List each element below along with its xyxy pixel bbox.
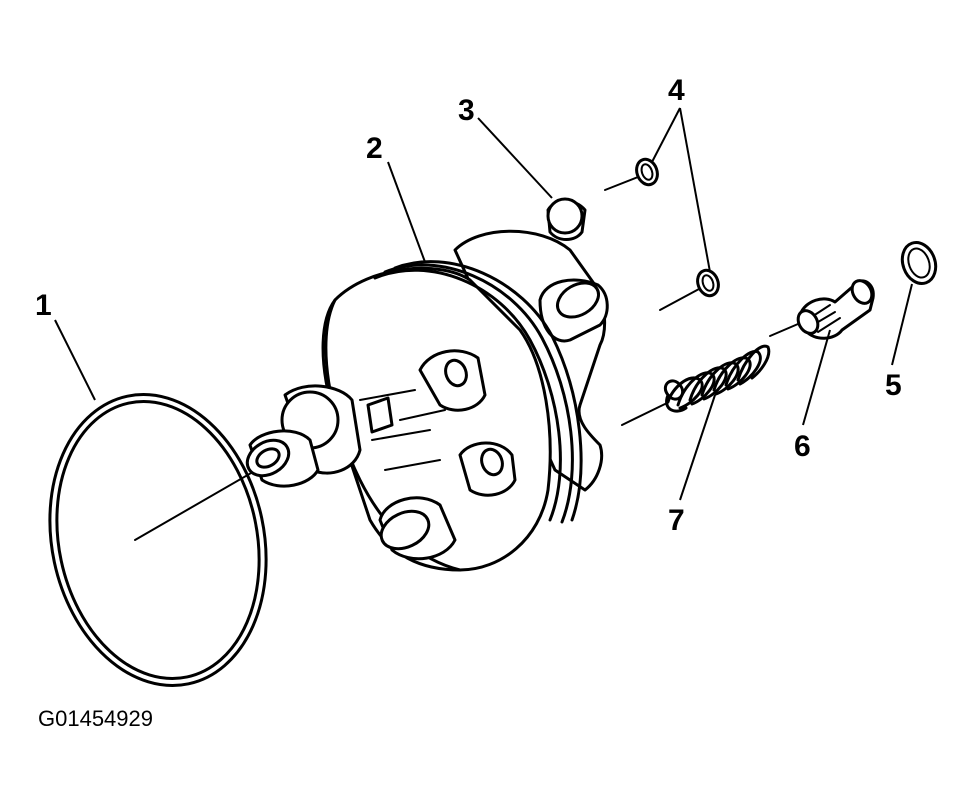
leader-7 xyxy=(679,394,716,501)
part-1-o-ring xyxy=(48,393,268,687)
part-4-small-o-rings xyxy=(604,157,720,311)
leader-2 xyxy=(387,161,426,263)
part-5-retaining-ring xyxy=(900,241,938,285)
reference-code: G01454929 xyxy=(38,706,153,731)
part-7-spring xyxy=(621,344,771,426)
callout-6: 6 xyxy=(794,430,811,463)
part-2-pump-housing xyxy=(245,229,609,572)
leader-6 xyxy=(802,329,831,426)
part-1-axis-line xyxy=(134,464,266,541)
leader-1 xyxy=(54,319,96,401)
callout-2: 2 xyxy=(366,132,383,165)
leader-5 xyxy=(891,283,913,366)
leader-4a xyxy=(651,107,681,163)
part-6-valve-plunger xyxy=(769,279,875,340)
callout-1: 1 xyxy=(35,289,52,322)
callout-4: 4 xyxy=(668,74,685,107)
part-3-plug xyxy=(546,197,587,241)
callout-3: 3 xyxy=(458,94,475,127)
callout-5: 5 xyxy=(885,369,902,402)
leader-3 xyxy=(477,117,553,199)
callout-7: 7 xyxy=(668,504,685,537)
leader-4b xyxy=(679,107,711,273)
